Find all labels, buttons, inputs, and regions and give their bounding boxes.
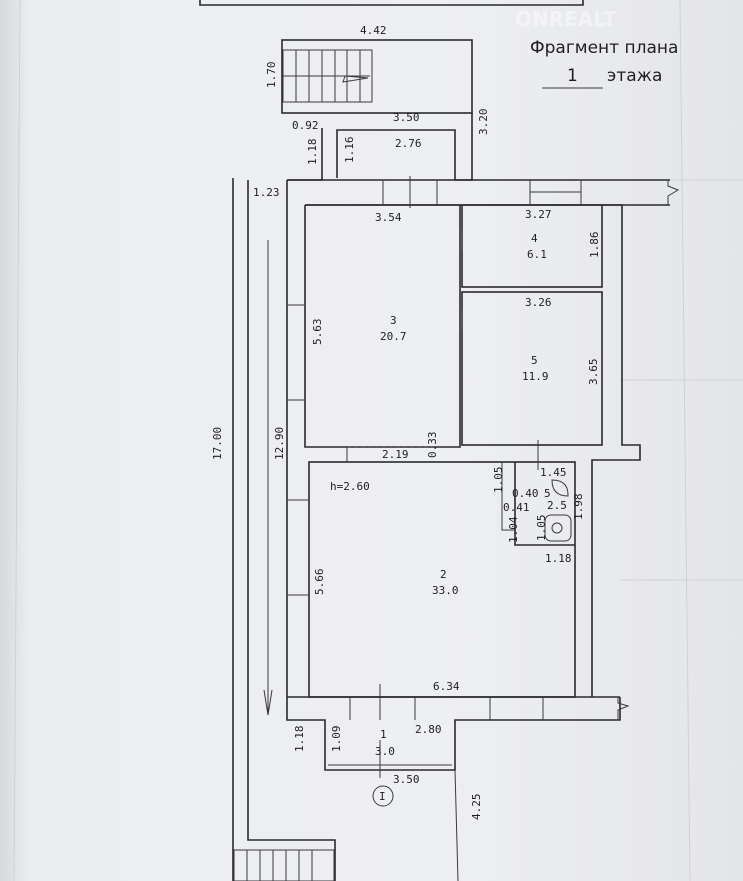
dimension-label: 1.04 bbox=[507, 516, 520, 543]
section-marker-circle bbox=[372, 785, 394, 807]
dimension-label: 6.34 bbox=[433, 680, 460, 693]
upper-stair bbox=[281, 39, 473, 114]
dimension-label: 3.50 bbox=[393, 111, 420, 124]
room-5-area: 11.9 bbox=[522, 370, 549, 383]
ceiling-height: h=2.60 bbox=[330, 480, 370, 493]
dimension-label: 3.54 bbox=[375, 211, 402, 224]
dimension-label: 3.20 bbox=[477, 109, 490, 136]
dimension-label: 2.80 bbox=[415, 723, 442, 736]
left-passage bbox=[232, 178, 459, 881]
dimension-label: 12.90 bbox=[273, 427, 286, 460]
dimension-label: 2.19 bbox=[382, 448, 409, 461]
arrow-down-icon bbox=[263, 689, 273, 716]
room-4-area: 6.1 bbox=[527, 248, 547, 261]
dimension-label: 0.40 bbox=[512, 487, 539, 500]
room-5-number: 5 bbox=[531, 354, 538, 367]
dimension-label: 0.41 bbox=[503, 501, 530, 514]
title-floor-word: этажа bbox=[607, 66, 662, 86]
walls bbox=[286, 176, 680, 778]
dimension-label: 1.70 bbox=[265, 62, 278, 89]
toilet-icon bbox=[544, 514, 572, 542]
dimension-label: 1.98 bbox=[572, 494, 585, 521]
watermark: ONREALT bbox=[515, 7, 617, 31]
room-1-area: 3.0 bbox=[375, 745, 395, 758]
dimension-label: 3.65 bbox=[587, 359, 600, 386]
dimension-label: 3.50 bbox=[393, 773, 420, 786]
dimension-label: 1.05 bbox=[535, 515, 548, 542]
dimension-label: 1.18 bbox=[293, 726, 306, 753]
room-1-number: 1 bbox=[380, 728, 387, 741]
dimension-labels: 4.42 1.70 3.50 3.20 0.92 1.18 1.16 2.76 … bbox=[211, 24, 601, 820]
dimension-label: 1.23 bbox=[253, 186, 280, 199]
top-frame bbox=[199, 0, 584, 6]
room-2-area: 33.0 bbox=[432, 584, 459, 597]
dimension-label: 0.92 bbox=[292, 119, 319, 132]
room-2-number: 2 bbox=[440, 568, 447, 581]
dimension-label: 5.66 bbox=[313, 569, 326, 596]
room-4-number: 4 bbox=[531, 232, 538, 245]
title-line1: Фрагмент плана bbox=[530, 38, 678, 58]
dimension-label: 3.27 bbox=[525, 208, 552, 221]
bathroom-area: 2.5 bbox=[547, 499, 567, 512]
dimension-label: 4.42 bbox=[360, 24, 387, 37]
bathroom-wall bbox=[514, 462, 575, 546]
dimension-label: 2.76 bbox=[395, 137, 422, 150]
bathtub-icon bbox=[551, 479, 569, 497]
dimension-label: 1.86 bbox=[588, 232, 601, 259]
title-floor-number: 1 bbox=[567, 66, 578, 86]
dimension-label: 1.16 bbox=[343, 137, 356, 164]
room-3-number: 3 bbox=[390, 314, 397, 327]
dimension-label: 3.26 bbox=[525, 296, 552, 309]
dimension-label: 1.18 bbox=[306, 139, 319, 166]
room-3-area: 20.7 bbox=[380, 330, 407, 343]
room-labels: 3 20.7 4 6.1 5 11.9 5 2.5 2 33.0 1 3.0 h… bbox=[330, 232, 567, 807]
dimension-label: 17.00 bbox=[211, 427, 224, 460]
dimension-label: 0.33 bbox=[426, 432, 439, 459]
background-grid bbox=[13, 0, 743, 881]
section-marker: I bbox=[379, 790, 386, 803]
bathroom-number: 5 bbox=[544, 487, 551, 500]
room-5-outline bbox=[461, 291, 603, 446]
dimension-label: 1.18 bbox=[545, 552, 572, 565]
dimension-label: 1.09 bbox=[330, 726, 343, 753]
dimension-label: 5.63 bbox=[311, 319, 324, 346]
dimension-label: 1.45 bbox=[540, 466, 567, 479]
dimension-label: 1.05 bbox=[492, 467, 505, 494]
plan-title: Фрагмент плана 1 этажа bbox=[530, 38, 678, 89]
dimension-label: 4.25 bbox=[470, 794, 483, 821]
stair-arrow-icon bbox=[342, 75, 369, 83]
